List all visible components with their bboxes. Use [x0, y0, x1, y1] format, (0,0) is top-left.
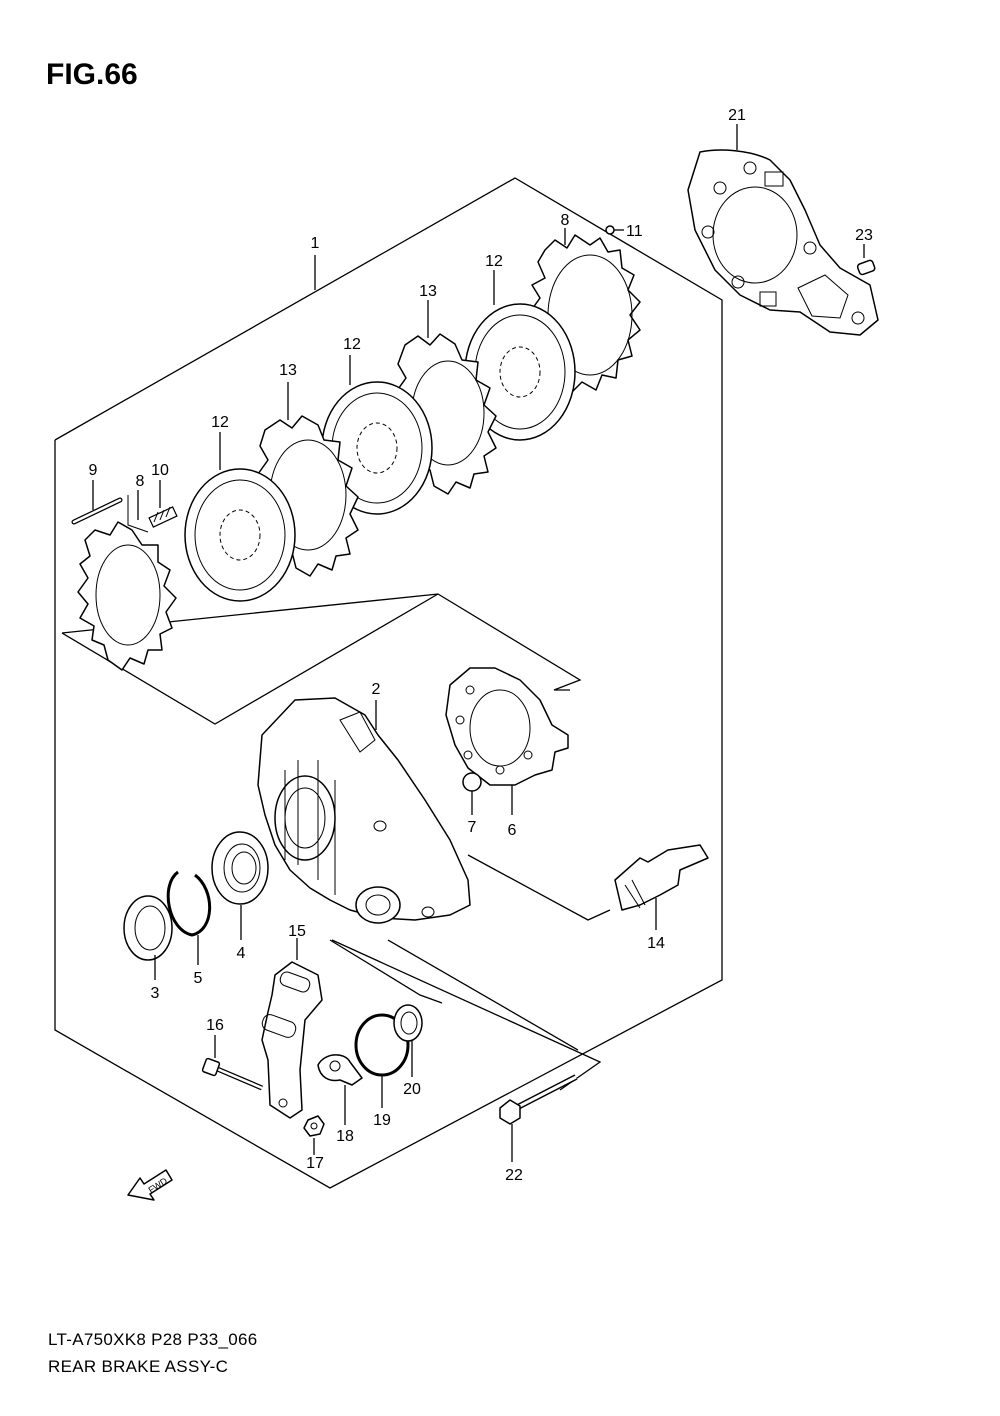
- callout-3: 3: [151, 985, 160, 1002]
- callout-12-right: 12: [485, 253, 503, 270]
- callout-22: 22: [505, 1167, 523, 1184]
- callout-12-left: 12: [211, 414, 229, 431]
- callout-1: 1: [311, 235, 320, 252]
- callout-9: 9: [89, 462, 98, 479]
- callout-14: 14: [647, 935, 665, 952]
- bolt-16: [201, 1057, 263, 1091]
- nut-17: [303, 1115, 325, 1137]
- callout-15: 15: [288, 923, 306, 940]
- retainer-11: [605, 225, 615, 235]
- figure-name: REAR BRAKE ASSY-C: [48, 1357, 229, 1376]
- callout-13-left: 13: [279, 362, 297, 379]
- snap-ring-5: [166, 870, 212, 937]
- gasket-21: [687, 149, 879, 336]
- lever-plate-18: [317, 1054, 363, 1086]
- callout-6: 6: [508, 822, 517, 839]
- assembly-1-outline: [54, 177, 723, 1189]
- brake-housing-2: [257, 697, 471, 924]
- callout-7: 7: [468, 819, 477, 836]
- pin-9: [71, 497, 123, 525]
- oil-seal-3: [123, 895, 173, 961]
- ball-7: [462, 772, 482, 792]
- friction-disc-12-right: [464, 303, 576, 441]
- callout-23: 23: [855, 227, 873, 244]
- callout-10: 10: [151, 462, 169, 479]
- callout-13-right: 13: [419, 283, 437, 300]
- callout-8-top: 8: [561, 212, 570, 229]
- callout-2: 2: [372, 681, 381, 698]
- callout-19: 19: [373, 1112, 391, 1129]
- callout-12-middle: 12: [343, 336, 361, 353]
- figure-code: LT-A750XK8 P28 P33_066: [48, 1330, 258, 1349]
- spring-10: [148, 506, 178, 528]
- bracket-15: [261, 961, 323, 1119]
- forward-direction-arrow: FWD: [127, 1169, 173, 1201]
- callout-8-left: 8: [136, 473, 145, 490]
- callout-20: 20: [403, 1081, 421, 1098]
- brake-plate-8-left: [77, 521, 177, 671]
- bearing-4: [211, 831, 269, 905]
- callout-18: 18: [336, 1128, 354, 1145]
- friction-disc-12-left: [184, 468, 296, 602]
- callout-11: 11: [626, 223, 643, 240]
- bolt-22: [499, 1074, 578, 1125]
- callout-5: 5: [194, 970, 203, 987]
- callout-17: 17: [306, 1155, 324, 1172]
- camshaft-14: [614, 844, 709, 911]
- callout-21: 21: [728, 107, 746, 124]
- callout-4: 4: [237, 945, 246, 962]
- figure-title: FIG.66: [46, 58, 138, 91]
- plate-pack-outline: [61, 593, 582, 691]
- pressure-plate-6: [445, 667, 569, 786]
- callout-16: 16: [206, 1017, 224, 1034]
- washer-20: [393, 1004, 423, 1042]
- dowel-pin-23: [856, 259, 876, 276]
